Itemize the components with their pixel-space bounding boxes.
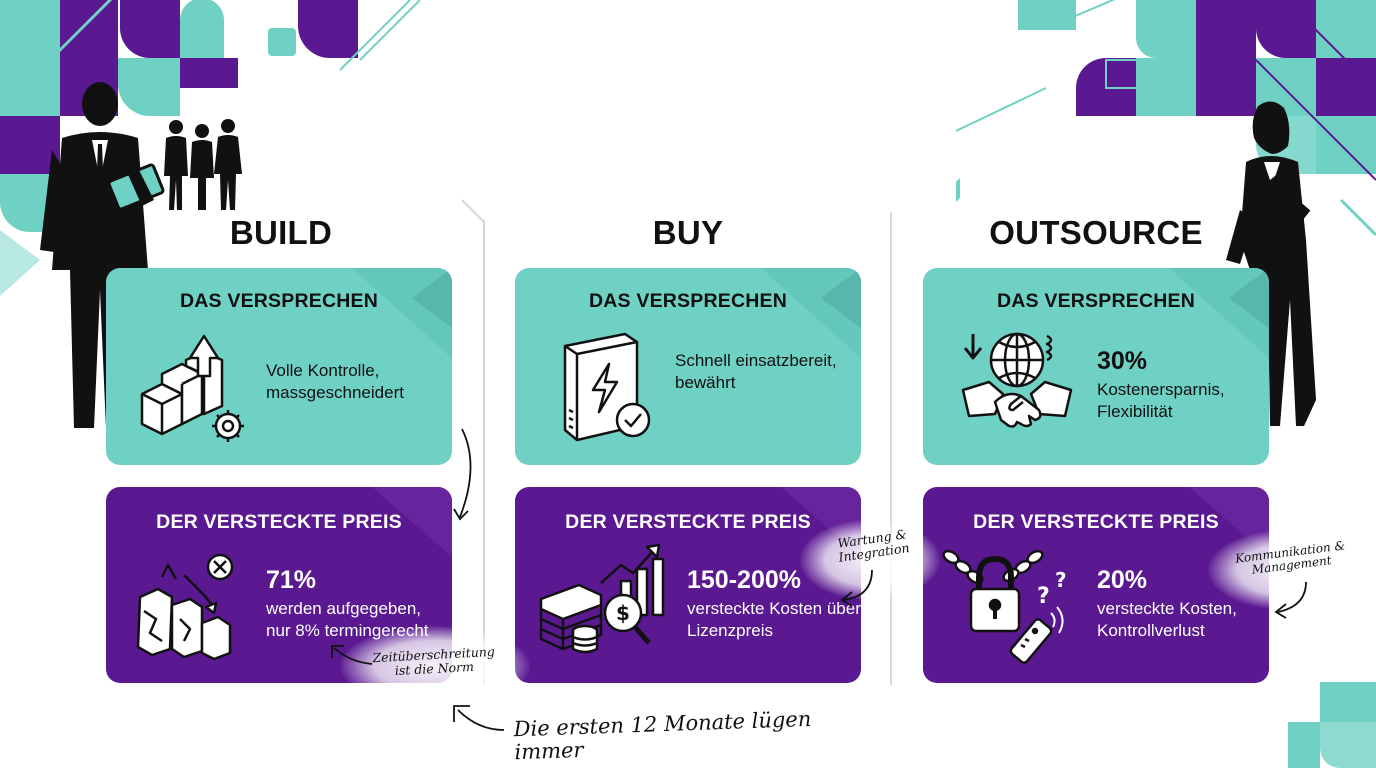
blocks-gear-icon xyxy=(132,330,250,448)
svg-text:$: $ xyxy=(616,601,630,625)
column-title-build: BUILD xyxy=(229,214,333,251)
column-title-outsource: OUTSOURCE xyxy=(989,214,1203,251)
buy-promise-text: Schnell einsatzbereit, bewährt xyxy=(675,351,837,393)
buy-promise-text-block: Schnell einsatzbereit, bewährt xyxy=(675,350,855,394)
collapsing-blocks-icon xyxy=(132,549,250,667)
buy-hidden-heading: DER VERSTECKTE PREIS xyxy=(565,511,811,533)
group-people-silhouette xyxy=(160,118,250,213)
buy-note-glow xyxy=(800,520,940,600)
divider-cap-left xyxy=(460,198,490,228)
businesswoman-silhouette xyxy=(1220,100,1330,430)
outsource-hidden-highlight: 20% xyxy=(1097,566,1148,594)
column-divider-left xyxy=(483,220,485,685)
build-promise-card: DAS VERSPRECHEN Volle Kontrolle, massges… xyxy=(106,268,452,465)
outsource-promise-card: DAS VERSPRECHEN 30% Kostenersparnis, Fle… xyxy=(923,268,1269,465)
build-hidden-text: werden aufgegeben, nur 8% termingerecht xyxy=(266,598,429,640)
build-arrow-curve xyxy=(453,428,472,521)
outsource-hidden-cost-card: DER VERSTECKTE PREIS ? ? 20% versteckte … xyxy=(923,487,1269,683)
svg-text:?: ? xyxy=(1055,568,1067,592)
money-magnifier-icon: $ xyxy=(535,543,675,667)
outsource-promise-highlight: 30% xyxy=(1097,347,1148,375)
decor-top-left xyxy=(0,0,420,300)
svg-text:?: ? xyxy=(1037,584,1050,609)
outsource-note-glow xyxy=(1208,530,1368,610)
globe-handshake-icon xyxy=(959,330,1077,448)
buy-note-arrow xyxy=(840,569,873,607)
outsource-promise-heading: DAS VERSPRECHEN xyxy=(996,290,1196,312)
footer-note-arrow xyxy=(453,705,505,731)
build-hidden-cost-card: DER VERSTECKTE PREIS 71% werden aufgegeb… xyxy=(106,487,452,683)
software-box-icon xyxy=(541,330,659,448)
build-hidden-text-block: 71% werden aufgegeben, nur 8% termingere… xyxy=(266,566,446,642)
buy-hidden-cost-card: DER VERSTECKTE PREIS $ 150-200% versteck… xyxy=(515,487,861,683)
outsource-note-arrow xyxy=(1274,581,1307,619)
build-hidden-highlight: 71% xyxy=(266,566,317,594)
buy-hidden-text: versteckte Kosten über Lizenzpreis xyxy=(687,598,861,640)
outsource-promise-text-block: 30% Kostenersparnis, Flexibilität xyxy=(1097,347,1269,423)
build-hidden-heading: DER VERSTECKTE PREIS xyxy=(156,511,402,533)
build-promise-text-block: Volle Kontrolle, massgeschneidert xyxy=(266,360,446,404)
build-promise-heading: DAS VERSPRECHEN xyxy=(179,290,379,312)
outsource-promise-text: Kostenersparnis, Flexibilität xyxy=(1097,379,1225,421)
build-note-arrow xyxy=(331,645,373,665)
buy-hidden-text-block: 150-200% versteckte Kosten über Lizenzpr… xyxy=(687,566,861,642)
buy-hidden-highlight: 150-200% xyxy=(687,566,801,594)
outsource-hidden-heading: DER VERSTECKTE PREIS xyxy=(973,511,1219,533)
build-note-glow xyxy=(340,626,530,706)
buy-promise-card: DAS VERSPRECHEN Schnell einsatzbereit, b… xyxy=(515,268,861,465)
column-divider-right xyxy=(890,212,892,685)
outsource-hidden-text-block: 20% versteckte Kosten, Kontrollverlust xyxy=(1097,566,1269,642)
footer-note: Die ersten 12 Monate lügen immer xyxy=(513,706,812,765)
buy-promise-heading: DAS VERSPRECHEN xyxy=(588,290,788,312)
column-title-buy: BUY xyxy=(652,214,724,251)
build-promise-text: Volle Kontrolle, massgeschneidert xyxy=(266,361,404,403)
outsource-hidden-text: versteckte Kosten, Kontrollverlust xyxy=(1097,598,1237,640)
chained-padlock-icon: ? ? xyxy=(939,543,1079,667)
decor-bottom-right xyxy=(1280,682,1376,768)
